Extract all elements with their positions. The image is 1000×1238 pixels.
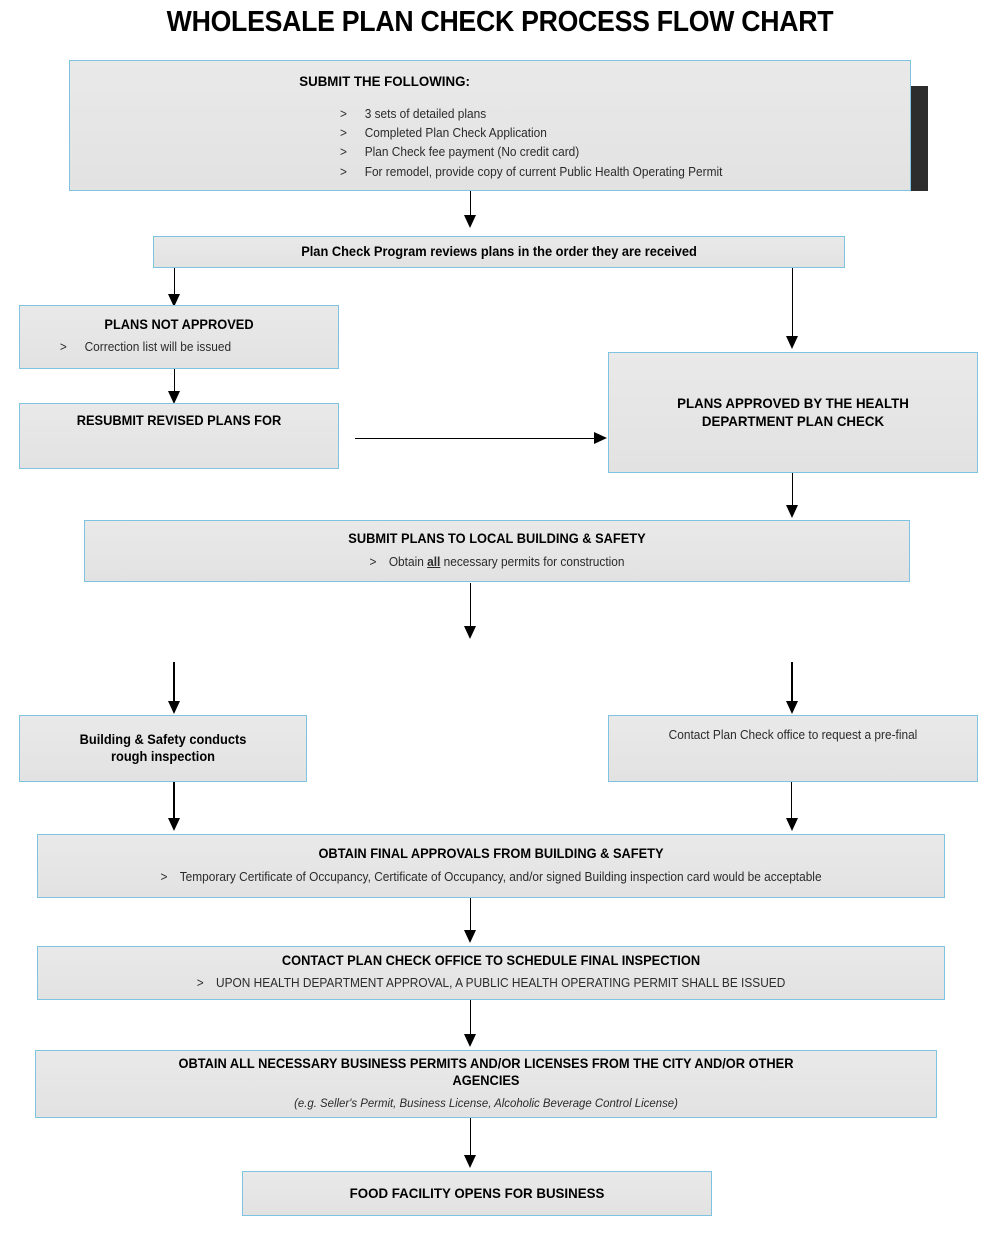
connector-arrowhead-down [786, 701, 798, 714]
connector-line [791, 782, 792, 822]
connector-arrowhead-down [168, 294, 180, 307]
list-item: > For remodel, provide copy of current P… [340, 163, 882, 182]
connector-line [355, 438, 595, 439]
bullet-marker: > [340, 164, 347, 179]
node-final-approvals[interactable]: OBTAIN FINAL APPROVALS FROM BUILDING & S… [37, 834, 945, 898]
node-rough-inspection[interactable]: Building & Safety conducts rough inspect… [19, 715, 307, 782]
bullet-marker: > [340, 106, 347, 121]
node-resubmit-revised-plans[interactable]: RESUBMIT REVISED PLANS FOR [19, 403, 339, 469]
node-plan-check-reviews[interactable]: Plan Check Program reviews plans in the … [153, 236, 845, 268]
node-plans-not-approved[interactable]: PLANS NOT APPROVED > Correction list wil… [19, 305, 339, 369]
connector-arrowhead-down [464, 1034, 476, 1047]
final-approvals-note: > Temporary Certificate of Occupancy, Ce… [61, 868, 922, 887]
list-item-label: Completed Plan Check Application [364, 125, 547, 140]
bullet-marker: > [196, 976, 204, 991]
note-after-text: necessary permits for construction [440, 554, 625, 569]
connector-line [173, 782, 175, 822]
connector-arrowhead-down [786, 505, 798, 518]
business-permits-heading-line1: OBTAIN ALL NECESSARY BUSINESS PERMITS AN… [178, 1056, 794, 1072]
connector-arrowhead-down [464, 215, 476, 228]
list-item-label: Plan Check fee payment (No credit card) [364, 145, 580, 160]
final-approvals-note-label: Temporary Certificate of Occupancy, Cert… [179, 869, 822, 884]
schedule-final-note: > UPON HEALTH DEPARTMENT APPROVAL, A PUB… [61, 974, 922, 993]
connector-arrowhead-down [168, 701, 180, 714]
plans-not-approved-note-label: Correction list will be issued [84, 339, 232, 354]
plans-approved-heading-line2: DEPARTMENT PLAN CHECK [701, 412, 885, 429]
page-title: WHOLESALE PLAN CHECK PROCESS FLOW CHART [166, 6, 834, 38]
list-item-label: 3 sets of detailed plans [364, 106, 487, 121]
contact-prefinal-text: Contact Plan Check office to request a p… [668, 728, 918, 742]
connector-line [792, 268, 793, 338]
connector-line [173, 662, 175, 708]
node-business-permits[interactable]: OBTAIN ALL NECESSARY BUSINESS PERMITS AN… [35, 1050, 937, 1118]
node-schedule-final-inspection[interactable]: CONTACT PLAN CHECK OFFICE TO SCHEDULE FI… [37, 946, 945, 1000]
note-before-text: Obtain [388, 554, 428, 569]
connector-arrowhead-down [464, 930, 476, 943]
note-emphasis-all: all [427, 554, 441, 569]
connector-arrowhead-right [594, 432, 607, 444]
node-plans-approved[interactable]: PLANS APPROVED BY THE HEALTH DEPARTMENT … [608, 352, 978, 473]
submit-following-shadow [909, 86, 928, 191]
food-facility-opens-heading: FOOD FACILITY OPENS FOR BUSINESS [349, 1184, 605, 1201]
plans-approved-heading-line1: PLANS APPROVED BY THE HEALTH [677, 395, 909, 411]
node-submit-plans-local-building-safety[interactable]: SUBMIT PLANS TO LOCAL BUILDING & SAFETY … [84, 520, 910, 582]
bullet-marker: > [340, 125, 347, 140]
connector-line [470, 583, 471, 633]
business-permits-heading-line2: AGENCIES [452, 1073, 520, 1088]
connector-line [470, 1000, 471, 1038]
list-item-label: For remodel, provide copy of current Pub… [364, 164, 723, 179]
final-approvals-heading: OBTAIN FINAL APPROVALS FROM BUILDING & S… [318, 845, 664, 861]
bullet-marker: > [160, 869, 168, 884]
node-submit-the-following[interactable]: SUBMIT THE FOLLOWING: > 3 sets of detail… [69, 60, 911, 191]
list-item: > 3 sets of detailed plans [340, 105, 882, 124]
connector-line [470, 1118, 471, 1161]
connector-arrowhead-down [464, 1155, 476, 1168]
connector-line [174, 369, 175, 394]
rough-inspection-heading-line2: rough inspection [110, 748, 216, 764]
node-food-facility-opens[interactable]: FOOD FACILITY OPENS FOR BUSINESS [242, 1171, 712, 1216]
connector-line [792, 473, 793, 508]
connector-line [470, 191, 471, 217]
submit-local-bs-note-label: Obtain all necessary permits for constru… [389, 553, 625, 572]
bullet-marker: > [340, 145, 347, 160]
resubmit-revised-heading: RESUBMIT REVISED PLANS FOR [76, 413, 282, 428]
business-permits-note: (e.g. Seller's Permit, Business License,… [294, 1095, 678, 1110]
submit-local-bs-heading: SUBMIT PLANS TO LOCAL BUILDING & SAFETY [348, 530, 646, 546]
schedule-final-heading: CONTACT PLAN CHECK OFFICE TO SCHEDULE FI… [281, 953, 701, 969]
connector-arrowhead-down [464, 626, 476, 639]
node-contact-prefinal[interactable]: Contact Plan Check office to request a p… [608, 715, 978, 782]
bullet-marker: > [59, 339, 67, 354]
list-item: > Plan Check fee payment (No credit card… [340, 143, 882, 162]
bullet-marker: > [369, 554, 377, 569]
submit-following-heading: SUBMIT THE FOLLOWING: [299, 73, 470, 89]
connector-arrowhead-down [786, 818, 798, 831]
connector-arrowhead-down [168, 818, 180, 831]
connector-line [791, 662, 793, 708]
connector-line [470, 898, 471, 934]
submit-following-list: > 3 sets of detailed plans > Completed P… [70, 105, 910, 183]
connector-arrowhead-down [786, 336, 798, 349]
submit-local-bs-note: > Obtain all necessary permits for const… [106, 553, 889, 572]
connector-line [174, 268, 175, 296]
plans-not-approved-heading: PLANS NOT APPROVED [104, 316, 254, 332]
plans-not-approved-note: > Correction list will be issued [20, 338, 322, 357]
connector-arrowhead-down [168, 391, 180, 404]
list-item: > Completed Plan Check Application [340, 124, 882, 143]
plan-check-reviews-heading: Plan Check Program reviews plans in the … [301, 243, 697, 259]
rough-inspection-heading-line1: Building & Safety conducts [79, 731, 247, 747]
schedule-final-note-label: UPON HEALTH DEPARTMENT APPROVAL, A PUBLI… [216, 976, 786, 991]
